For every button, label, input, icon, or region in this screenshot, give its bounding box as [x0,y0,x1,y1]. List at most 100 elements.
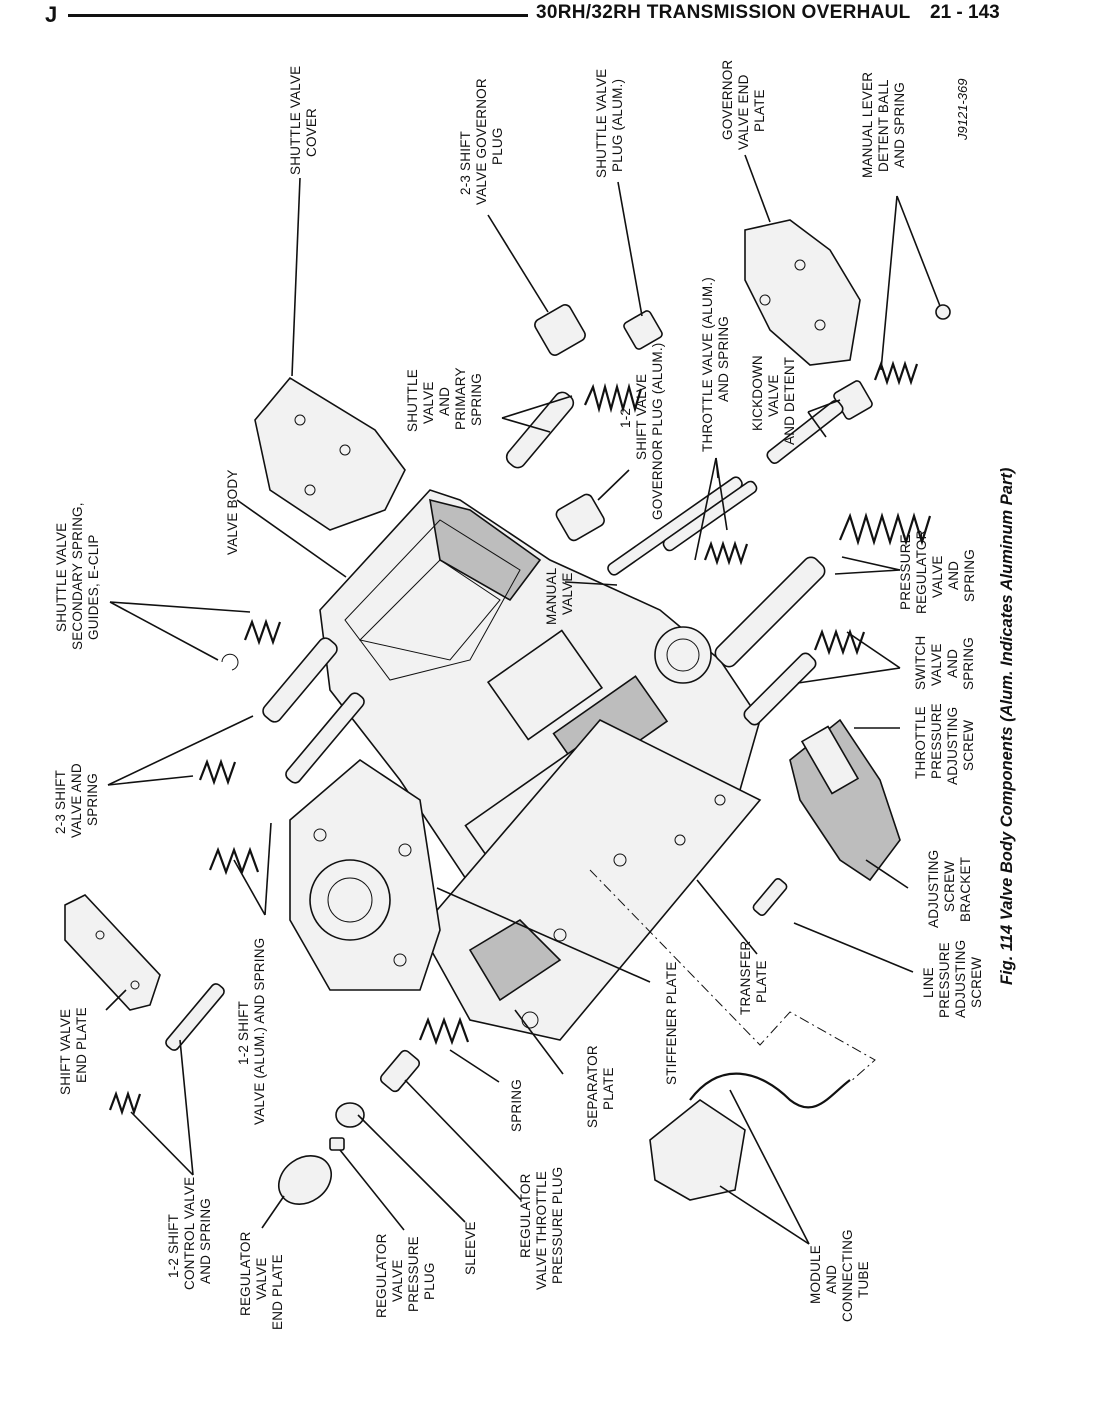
label-line: SCREW [969,957,984,1008]
module-tube-part [649,1072,851,1201]
label-line: DETENT BALL [876,79,891,172]
label-pressure-regulator: PRESSURE REGULATOR VALVE AND SPRING [898,529,977,614]
label-line: REGULATOR [518,1173,533,1258]
label-line: PLUG [490,127,505,165]
label-line: AND SPRING [716,316,731,402]
label-line: GOVERNOR [720,60,735,140]
label-line: AND [824,1265,839,1294]
label-line: SCREW [942,861,957,912]
label-regulator-end-plate: REGULATOR VALVE END PLATE [238,1231,285,1330]
label-line: VALVE [560,572,575,615]
label-line: ADJUSTING [926,850,941,928]
label-line: TUBE [856,1261,871,1298]
label-line: SPRING [509,1079,524,1132]
label-line: SWITCH [913,636,928,690]
label-line: ADJUSTING [945,707,960,785]
label-line: VALVE [766,374,781,417]
label-line: VALVE [930,555,945,598]
label-line: VALVE BODY [225,469,240,555]
label-line: REGULATOR [914,529,929,614]
label-line: GUIDES, E-CLIP [86,534,101,640]
label-line: 1-2 SHIFT [236,1001,251,1065]
label-line: CONTROL VALVE [182,1177,197,1290]
label-line: REGULATOR [238,1231,253,1316]
label-regulator-pressure-plug: REGULATOR VALVE PRESSURE PLUG [374,1233,437,1318]
label-stiffener-plate: STIFFENER PLATE [664,961,679,1085]
label-line: PRESSURE [898,534,913,610]
label-line: VALVE [390,1259,405,1302]
label-line: SHIFT VALVE [58,1009,73,1095]
label-governor-end-plate: GOVERNOR VALVE END PLATE [720,60,767,150]
label-line: MODULE [808,1245,823,1304]
label-line: PRIMARY [453,367,468,430]
label-line: PRESSURE [929,703,944,779]
label-spring: SPRING [509,1079,524,1132]
label-line: MANUAL LEVER [860,72,875,178]
label-line: SLEEVE [463,1221,478,1275]
label-line: AND SPRING [892,82,907,168]
label-12-control-valve: 1-2 SHIFT CONTROL VALVE AND SPRING [166,1177,213,1290]
label-line: 2-3 SHIFT [458,131,473,195]
label-line: VALVE [254,1257,269,1300]
label-line: SHIFT VALVE [634,374,649,460]
label-line: PLATE [754,960,769,1003]
label-line: AND [945,649,960,678]
label-separator-plate: SEPARATOR PLATE [585,1045,616,1128]
label-line: SHUTTLE VALVE [288,66,303,175]
label-line: 1-2 [618,408,633,428]
label-line: SPRING [85,773,100,826]
shift-valve-end-plate-part [64,894,161,1011]
label-line: TRANSFER [738,941,753,1015]
label-line: PRESSURE [937,942,952,1018]
label-line: AND DETENT [782,357,797,445]
valves-group [165,304,951,1151]
label-sleeve: SLEEVE [463,1221,478,1275]
label-adjusting-bracket: ADJUSTING SCREW BRACKET [926,850,973,928]
label-line: KICKDOWN [750,355,765,431]
label-line: PLUG (ALUM.) [610,79,625,172]
label-line: LINE [921,967,936,998]
label-line: 1-2 SHIFT [166,1214,181,1278]
label-module-tube: MODULE AND CONNECTING TUBE [808,1229,871,1322]
label-transfer-plate: TRANSFER PLATE [738,941,769,1015]
label-kickdown-valve: KICKDOWN VALVE AND DETENT [750,355,797,445]
label-line: SPRING [961,637,976,690]
adjusting-bracket-part [789,718,901,882]
label-line: VALVE [421,381,436,424]
label-line: PLATE [752,89,767,132]
label-line: AND [437,387,452,416]
label-shift-valve-end-plate: SHIFT VALVE END PLATE [58,1007,89,1095]
label-line: PLUG [422,1262,437,1300]
label-manual-lever-detent: MANUAL LEVER DETENT BALL AND SPRING [860,72,907,178]
label-line: GOVERNOR PLUG (ALUM.) [650,343,665,520]
leader-lines [105,154,941,1245]
label-line: VALVE [929,643,944,686]
header-rule [68,14,528,17]
page-header: J 30RH/32RH TRANSMISSION OVERHAUL 21 - 1… [0,0,1097,34]
label-line: THROTTLE [913,706,928,779]
label-line: SHUTTLE VALVE [594,69,609,178]
label-line: VALVE (ALUM.) AND SPRING [252,938,267,1125]
label-line: BRACKET [958,857,973,922]
label-line: CONNECTING [840,1229,855,1322]
label-throttle-valve: THROTTLE VALVE (ALUM.) AND SPRING [700,277,731,452]
figure-caption: Fig. 114 Valve Body Components (Alum. In… [998,467,1016,985]
label-line: VALVE THROTTLE [534,1171,549,1290]
label-shuttle-valve-plug: SHUTTLE VALVE PLUG (ALUM.) [594,69,625,178]
label-12-governor-plug: 1-2 SHIFT VALVE GOVERNOR PLUG (ALUM.) [618,343,665,520]
label-line: SHUTTLE [405,369,420,432]
callout-labels: SHUTTLE VALVE COVER 2-3 SHIFT VALVE GOVE… [53,60,984,1330]
label-line-pressure-screw: LINE PRESSURE ADJUSTING SCREW [921,940,984,1018]
label-line: PRESSURE [406,1236,421,1312]
label-shuttle-secondary: SHUTTLE VALVE SECONDARY SPRING, GUIDES, … [54,502,101,650]
label-line: PLATE [601,1067,616,1110]
label-line: VALVE GOVERNOR [474,78,489,205]
label-line: SPRING [469,373,484,426]
label-line: THROTTLE VALVE (ALUM.) [700,277,715,452]
label-line: SCREW [961,720,976,771]
label-line: ADJUSTING [953,940,968,1018]
header-section-letter: J [45,2,58,27]
label-line: STIFFENER PLATE [664,961,679,1085]
label-shuttle-primary: SHUTTLE VALVE AND PRIMARY SPRING [405,367,484,432]
label-line: AND SPRING [198,1198,213,1284]
